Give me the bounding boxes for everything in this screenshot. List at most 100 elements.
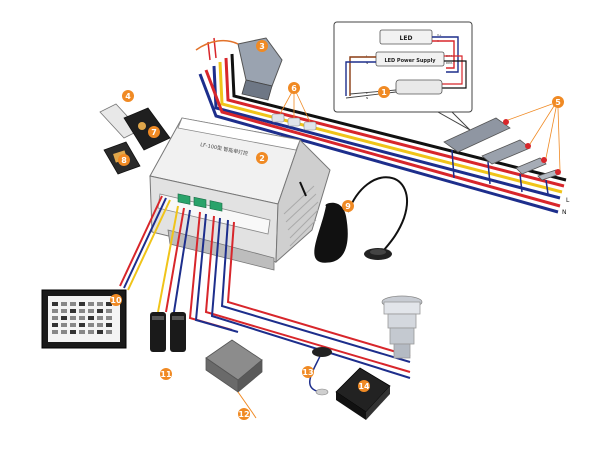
inset-wire-blue <box>432 36 459 73</box>
meter-cell <box>61 316 67 320</box>
meter-cell <box>61 323 67 327</box>
meter-cell <box>79 316 85 320</box>
controller-display <box>193 196 207 209</box>
inset-wire-label: L <box>366 54 368 58</box>
callout-number: 13 <box>302 368 313 377</box>
callout-badge-10: 10 <box>110 294 122 306</box>
meter-cell <box>79 330 85 334</box>
inset-panel: LED V+ V- LED Power Supply L N DIM+ DIM-… <box>333 21 473 131</box>
cable-blue-long <box>210 217 411 379</box>
meter-cell <box>52 302 58 306</box>
callout-number: 4 <box>125 92 131 101</box>
controller-terminals-top <box>177 117 301 151</box>
inset-wire-label: DIM- <box>446 61 453 65</box>
meter-cell <box>88 309 94 313</box>
callout-badge-7: 7 <box>148 126 160 138</box>
relay-modules <box>150 312 186 352</box>
callout-badge-14: 14 <box>358 380 370 392</box>
street-light-small <box>515 157 547 175</box>
callout-leaders <box>279 91 311 123</box>
callout-number: 9 <box>345 202 351 211</box>
callout-badge-9: 9 <box>342 200 354 212</box>
inset-wire-black <box>420 60 467 89</box>
controller-base <box>167 229 275 271</box>
meter-cell <box>106 330 112 334</box>
meter-cell <box>52 323 58 327</box>
street-lights <box>443 103 561 195</box>
card-chip <box>138 122 146 130</box>
cable-red-long <box>204 215 411 373</box>
relay-band <box>152 316 164 320</box>
meter-cell <box>52 330 58 334</box>
callout-badge-4: 4 <box>122 90 134 102</box>
callout-badge-6: 6 <box>288 82 300 94</box>
callout-number: 6 <box>291 84 297 93</box>
cable-blue-long <box>220 219 411 363</box>
bus-wire-red <box>204 69 561 208</box>
display-cables <box>119 195 171 291</box>
meter-panel <box>41 289 127 349</box>
inset-wire-red <box>432 40 455 69</box>
inset-controller-module <box>395 79 443 95</box>
card-black <box>123 107 171 151</box>
connector <box>303 121 317 131</box>
breaker-unit <box>195 37 283 101</box>
meter-cell <box>106 302 112 306</box>
callout-badge-circle <box>160 368 172 380</box>
junction-box <box>205 339 263 419</box>
bus-connectors <box>271 91 317 131</box>
callout-number: 14 <box>358 382 370 391</box>
callout-number: 2 <box>259 154 265 163</box>
callout-badges: 1 2 3 4 5 6 7 8 <box>110 40 564 420</box>
meter-cell <box>79 309 85 313</box>
callout-number: 12 <box>238 410 249 419</box>
callout-leaders <box>507 103 561 171</box>
cable-yellow <box>157 205 179 313</box>
antenna-cable <box>347 176 408 257</box>
drop-wire <box>545 179 549 195</box>
front-cables <box>157 205 411 379</box>
street-light-large <box>443 117 511 153</box>
light-indicator <box>525 143 531 149</box>
bus-wire-yellow <box>218 61 563 194</box>
callout-badge-circle <box>552 96 564 108</box>
callout-number: 11 <box>160 370 172 379</box>
callout-badge-circle <box>256 40 268 52</box>
street-light-medium <box>481 139 531 165</box>
callout-badge-11: 11 <box>160 368 172 380</box>
connector <box>271 113 285 123</box>
callout-badge-circle <box>342 200 354 212</box>
inset-wire-label: L <box>366 91 368 95</box>
callout-badge-12: 12 <box>238 408 250 420</box>
meter-cell <box>70 323 76 327</box>
bus-line-l2: N <box>562 209 567 216</box>
relay-cylinder <box>150 312 166 352</box>
weather-layer <box>389 327 415 345</box>
callout-badge-circle <box>378 86 390 98</box>
inset-psu-label: LED Power Supply <box>384 58 436 64</box>
cable-blue <box>173 209 191 313</box>
callout-number: 8 <box>121 156 127 165</box>
meter-cell <box>79 323 85 327</box>
meter-cell <box>88 316 94 320</box>
meter-cell <box>97 309 103 313</box>
inset-power-supply <box>375 51 445 67</box>
light-indicator <box>503 119 509 125</box>
inset-wire-label: N <box>366 61 368 65</box>
main-bus: L N <box>198 53 570 216</box>
sensor-head <box>312 347 332 357</box>
sensor-plug <box>315 388 329 396</box>
meter-grid <box>52 302 112 334</box>
light-sensor <box>308 347 332 396</box>
relay-cylinder <box>170 312 186 352</box>
callout-badge-circle <box>288 82 300 94</box>
meter-cell <box>97 302 103 306</box>
antenna-cable-coil <box>314 202 348 263</box>
meter-cell <box>61 302 67 306</box>
inset-wire-label: N <box>366 96 368 100</box>
junction-leader <box>237 391 257 419</box>
callout-badge-8: 8 <box>118 154 130 166</box>
meter-cell <box>88 323 94 327</box>
